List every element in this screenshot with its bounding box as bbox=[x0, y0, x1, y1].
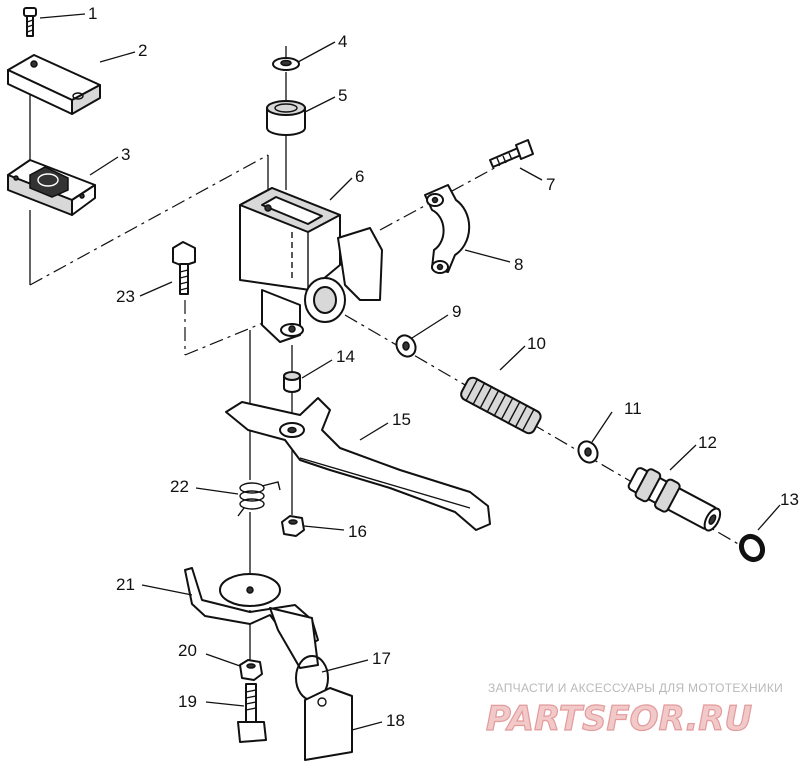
label-part-17: 17 bbox=[372, 649, 391, 668]
part-12-piston bbox=[627, 467, 722, 532]
label-part-10: 10 bbox=[527, 334, 546, 353]
part-22-spring bbox=[237, 481, 281, 517]
label-part-4: 4 bbox=[338, 32, 347, 51]
label-part-19: 19 bbox=[178, 692, 197, 711]
label-part-16: 16 bbox=[348, 522, 367, 541]
part-18-tag bbox=[304, 687, 353, 761]
part-9-washer bbox=[395, 334, 417, 358]
part-6-master-cylinder bbox=[239, 187, 383, 343]
label-part-6: 6 bbox=[355, 167, 364, 186]
label-part-9: 9 bbox=[452, 302, 461, 321]
part-16-nut bbox=[281, 515, 305, 537]
watermark-tagline: ЗАПЧАСТИ И АКСЕССУАРЫ ДЛЯ МОТОТЕХНИКИ bbox=[488, 681, 783, 695]
label-part-12: 12 bbox=[698, 433, 717, 452]
label-part-11: 11 bbox=[624, 399, 642, 418]
label-part-21: 21 bbox=[116, 575, 135, 594]
label-part-3: 3 bbox=[121, 145, 130, 164]
callout-leaders bbox=[39, 13, 781, 731]
label-part-22: 22 bbox=[170, 477, 189, 496]
part-5-bushing bbox=[266, 100, 306, 136]
part-4-washer bbox=[272, 57, 300, 71]
part-8-clamp bbox=[424, 184, 471, 274]
callout-numbers: 1 2 3 4 5 6 7 8 9 10 11 12 13 14 15 16 1… bbox=[88, 4, 799, 730]
label-part-7: 7 bbox=[546, 175, 555, 194]
watermark: ЗАПЧАСТИ И АКСЕССУАРЫ ДЛЯ МОТОТЕХНИКИ PA… bbox=[485, 681, 783, 740]
part-7-bolt bbox=[489, 139, 534, 168]
assembly-lines bbox=[29, 46, 741, 660]
label-part-8: 8 bbox=[514, 255, 523, 274]
label-part-1: 1 bbox=[88, 4, 97, 23]
label-part-15: 15 bbox=[392, 410, 411, 429]
part-2-cover bbox=[7, 54, 101, 115]
label-part-2: 2 bbox=[138, 41, 147, 60]
part-13-o-ring bbox=[738, 533, 766, 563]
part-21-bracket bbox=[184, 567, 319, 669]
part-11-washer bbox=[577, 440, 599, 464]
part-1-screw bbox=[23, 7, 37, 37]
part-15-lever bbox=[225, 397, 491, 531]
watermark-logo: PARTSFOR.RU bbox=[486, 699, 752, 739]
part-23-bolt bbox=[172, 241, 196, 295]
part-14-pivot-bushing bbox=[283, 371, 301, 393]
part-19-bolt bbox=[237, 683, 267, 743]
label-part-23: 23 bbox=[116, 287, 135, 306]
label-part-18: 18 bbox=[386, 711, 405, 730]
part-3-diaphragm bbox=[7, 159, 96, 216]
label-part-20: 20 bbox=[178, 641, 197, 660]
label-part-14: 14 bbox=[336, 347, 355, 366]
label-part-13: 13 bbox=[780, 490, 799, 509]
part-20-nut bbox=[239, 659, 263, 681]
label-part-5: 5 bbox=[338, 86, 347, 105]
part-10-spring bbox=[460, 376, 542, 435]
